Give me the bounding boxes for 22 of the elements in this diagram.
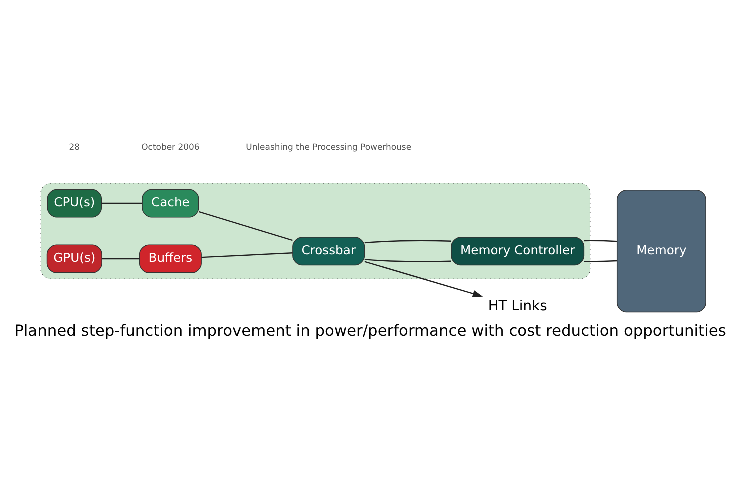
connector	[364, 258, 452, 262]
node-box: Memory Controller	[451, 236, 585, 266]
label: 28	[69, 142, 80, 152]
connector	[102, 202, 142, 204]
caption: Planned step-function improvement in power/performance with cost reduction opportunities	[14, 322, 726, 340]
connector	[102, 258, 140, 260]
node-box: Buffers	[139, 244, 202, 273]
connector	[584, 260, 618, 262]
node-box: CPU(s)	[47, 188, 102, 218]
connector	[202, 252, 293, 258]
connector	[198, 210, 293, 241]
connector	[364, 240, 452, 244]
node-box: Memory	[616, 190, 706, 312]
node-text: HT Links	[488, 298, 548, 314]
label: October 2006	[142, 142, 200, 152]
label: Unleashing the Processing Powerhouse	[246, 142, 412, 152]
connector	[584, 240, 618, 242]
node-box: Cache	[142, 188, 200, 218]
arrow	[364, 260, 484, 297]
cluster	[40, 182, 591, 279]
node-box: Crossbar	[292, 236, 366, 266]
node-box: GPU(s)	[46, 244, 102, 273]
